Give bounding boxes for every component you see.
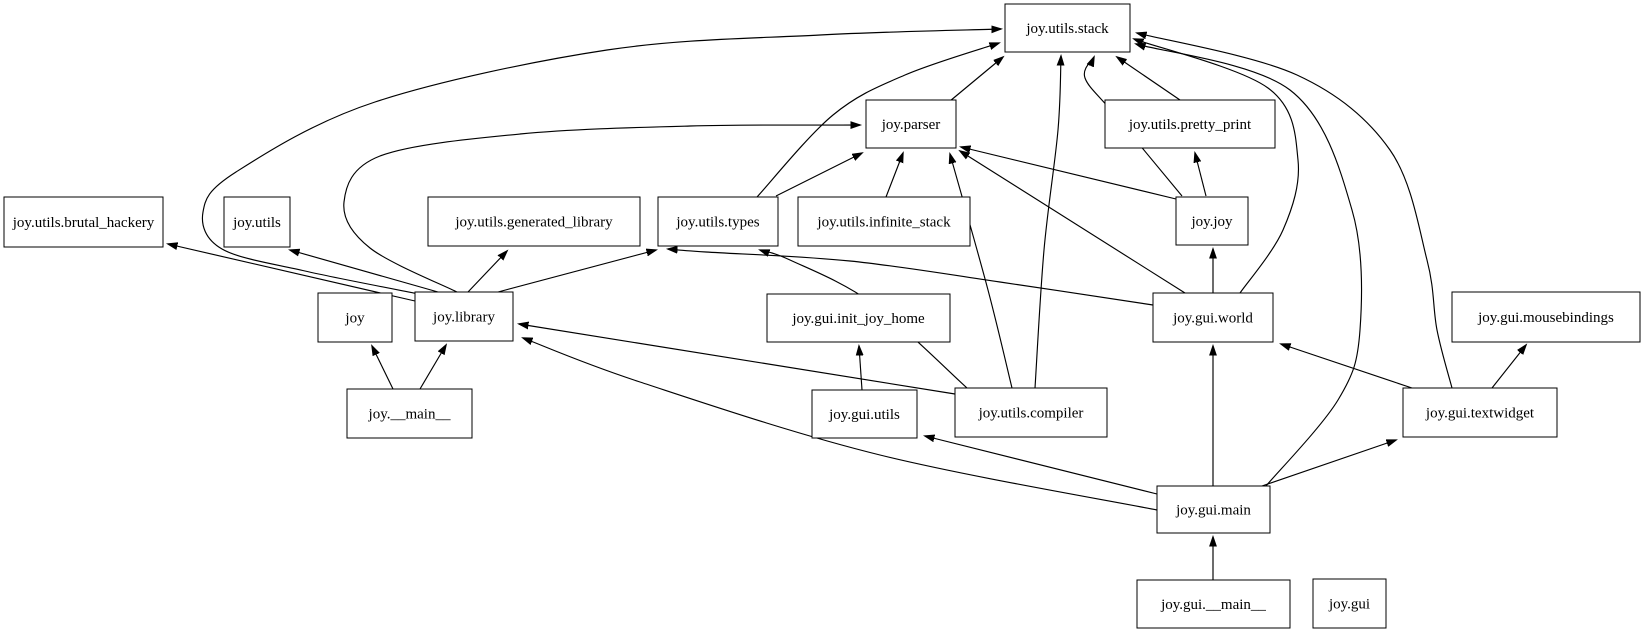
node-box	[954, 387, 1108, 438]
edge-joy-utils-types-to-joy-parser	[775, 153, 862, 197]
edge-joy-joy-to-joy-parser	[961, 147, 1177, 200]
edge-joy-utils-compiler-to-joy-library	[519, 324, 956, 395]
node-box	[3, 196, 164, 248]
edge-joy-utils-types-to-joy-utils-stack	[756, 43, 999, 198]
edge-joy-joy-to-joy-utils-stack	[1083, 57, 1183, 197]
edge-joy-gui-textwidget-to-joy-utils-stack	[1137, 33, 1453, 389]
node-joy-utils-infinite-stack: joy.utils.infinite_stack	[797, 196, 971, 247]
node-joy-utils-stack: joy.utils.stack	[1004, 3, 1131, 53]
node-label: joy.gui	[1328, 597, 1370, 613]
edge-joy-utils-infinite-stack-to-joy-parser	[885, 153, 903, 198]
node-joy-utils-generated-library: joy.utils.generated_library	[427, 196, 641, 247]
node-label: joy.gui.textwidget	[1425, 406, 1535, 422]
node-label: joy.utils.pretty_print	[1128, 117, 1252, 133]
edge-joy-main-to-joy-library	[419, 345, 446, 390]
edge-joy-gui-textwidget-to-joy-gui-world	[1281, 344, 1413, 389]
node-label: joy.utils.compiler	[978, 406, 1084, 422]
node-label: joy.utils.types	[675, 215, 759, 231]
node-joy-joy: joy.joy	[1175, 196, 1249, 246]
node-box	[811, 389, 918, 439]
node-joy-utils: joy.utils	[223, 196, 291, 248]
edge-joy-gui-main-to-joy-gui-textwidget	[1261, 440, 1396, 487]
edge-joy-library-to-joy-parser	[343, 125, 860, 293]
node-box	[1004, 3, 1131, 53]
node-joy-gui-main: joy.gui.__main__	[1136, 579, 1291, 629]
node-box	[223, 196, 291, 248]
node-box	[1175, 196, 1249, 246]
node-joy-gui-mousebindings: joy.gui.mousebindings	[1451, 291, 1641, 343]
edge-joy-gui-main-to-joy-gui-utils	[925, 436, 1158, 495]
edge-joy-library-to-joy-utils-stack	[201, 29, 1001, 295]
node-label: joy.utils	[232, 215, 281, 231]
edge-joy-library-to-joy-utils	[290, 250, 439, 293]
edge-joy-utils-compiler-to-joy-utils-stack	[1034, 56, 1061, 389]
node-box	[1152, 292, 1274, 343]
node-box	[797, 196, 971, 247]
edge-joy-library-to-joy-utils-brutal-hackery	[168, 244, 416, 302]
node-label: joy.utils.brutal_hackery	[12, 215, 155, 231]
edge-joy-gui-utils-to-joy-gui-init-joy-home	[859, 346, 862, 391]
node-joy-library: joy.library	[414, 291, 514, 342]
node-joy-gui-init-joy-home: joy.gui.init_joy_home	[766, 293, 951, 343]
node-box	[657, 196, 779, 247]
node-label: joy.parser	[881, 117, 941, 133]
nodes-layer: joy.utils.stack joy.parser joy.utils.prett…	[3, 3, 1641, 629]
node-joy-gui-utils: joy.gui.utils	[811, 389, 918, 439]
node-box	[766, 293, 951, 343]
node-joy-gui-main: joy.gui.main	[1156, 485, 1271, 534]
node-label: joy.library	[432, 310, 495, 326]
node-label: joy.utils.infinite_stack	[816, 215, 951, 231]
node-joy-gui-world: joy.gui.world	[1152, 292, 1274, 343]
edge-joy-main-to-joy	[372, 346, 394, 390]
node-joy-gui-textwidget: joy.gui.textwidget	[1402, 387, 1558, 438]
node-joy-utils-compiler: joy.utils.compiler	[954, 387, 1108, 438]
node-label: joy.gui.__main__	[1160, 597, 1266, 613]
edge-joy-gui-main-to-joy-library	[523, 338, 1158, 511]
edge-joy-utils-compiler-to-joy-utils-types	[760, 250, 968, 389]
edges-layer	[168, 29, 1526, 580]
node-label: joy.__main__	[368, 407, 451, 423]
edge-joy-gui-world-to-joy-parser	[960, 151, 1186, 294]
node-label: joy	[344, 311, 365, 327]
node-joy-gui: joy.gui	[1312, 578, 1387, 629]
node-joy: joy	[317, 292, 393, 343]
edge-joy-gui-textwidget-to-joy-gui-mousebindings	[1491, 345, 1526, 389]
node-box	[427, 196, 641, 247]
edge-joy-utils-pretty-print-to-joy-utils-stack	[1117, 57, 1181, 101]
node-joy-utils-types: joy.utils.types	[657, 196, 779, 247]
edge-joy-gui-world-to-joy-utils-types	[668, 249, 1154, 306]
node-box	[1402, 387, 1558, 438]
node-label: joy.gui.utils	[828, 407, 900, 423]
node-box	[346, 388, 473, 439]
node-label: joy.utils.stack	[1025, 21, 1109, 37]
node-label: joy.utils.generated_library	[454, 215, 613, 231]
edge-joy-utils-compiler-to-joy-parser	[950, 154, 1013, 389]
edge-joy-parser-to-joy-utils-stack	[949, 57, 1003, 102]
node-joy-utils-pretty-print: joy.utils.pretty_print	[1104, 99, 1276, 149]
node-box	[1156, 485, 1271, 534]
node-box	[1312, 578, 1387, 629]
node-box	[1136, 579, 1291, 629]
edge-joy-library-to-joy-utils-types	[497, 250, 656, 293]
edge-joy-gui-world-to-joy-utils-stack	[1134, 39, 1300, 294]
node-label: joy.gui.mousebindings	[1477, 310, 1614, 326]
edge-joy-joy-to-joy-utils-pretty-print	[1195, 153, 1207, 197]
node-label: joy.gui.main	[1175, 503, 1251, 519]
node-box	[317, 292, 393, 343]
node-label: joy.joy	[1190, 214, 1233, 230]
node-label: joy.gui.world	[1172, 311, 1253, 327]
node-joy-parser: joy.parser	[865, 99, 957, 149]
edge-joy-gui-main-to-joy-utils-stack	[1136, 44, 1363, 487]
node-box	[1104, 99, 1276, 149]
edge-joy-library-to-joy-utils-generated-library	[467, 251, 507, 293]
node-box	[1451, 291, 1641, 343]
node-box	[414, 291, 514, 342]
node-box	[865, 99, 957, 149]
node-label: joy.gui.init_joy_home	[791, 311, 925, 327]
node-joy-utils-brutal-hackery: joy.utils.brutal_hackery	[3, 196, 164, 248]
node-joy-main: joy.__main__	[346, 388, 473, 439]
